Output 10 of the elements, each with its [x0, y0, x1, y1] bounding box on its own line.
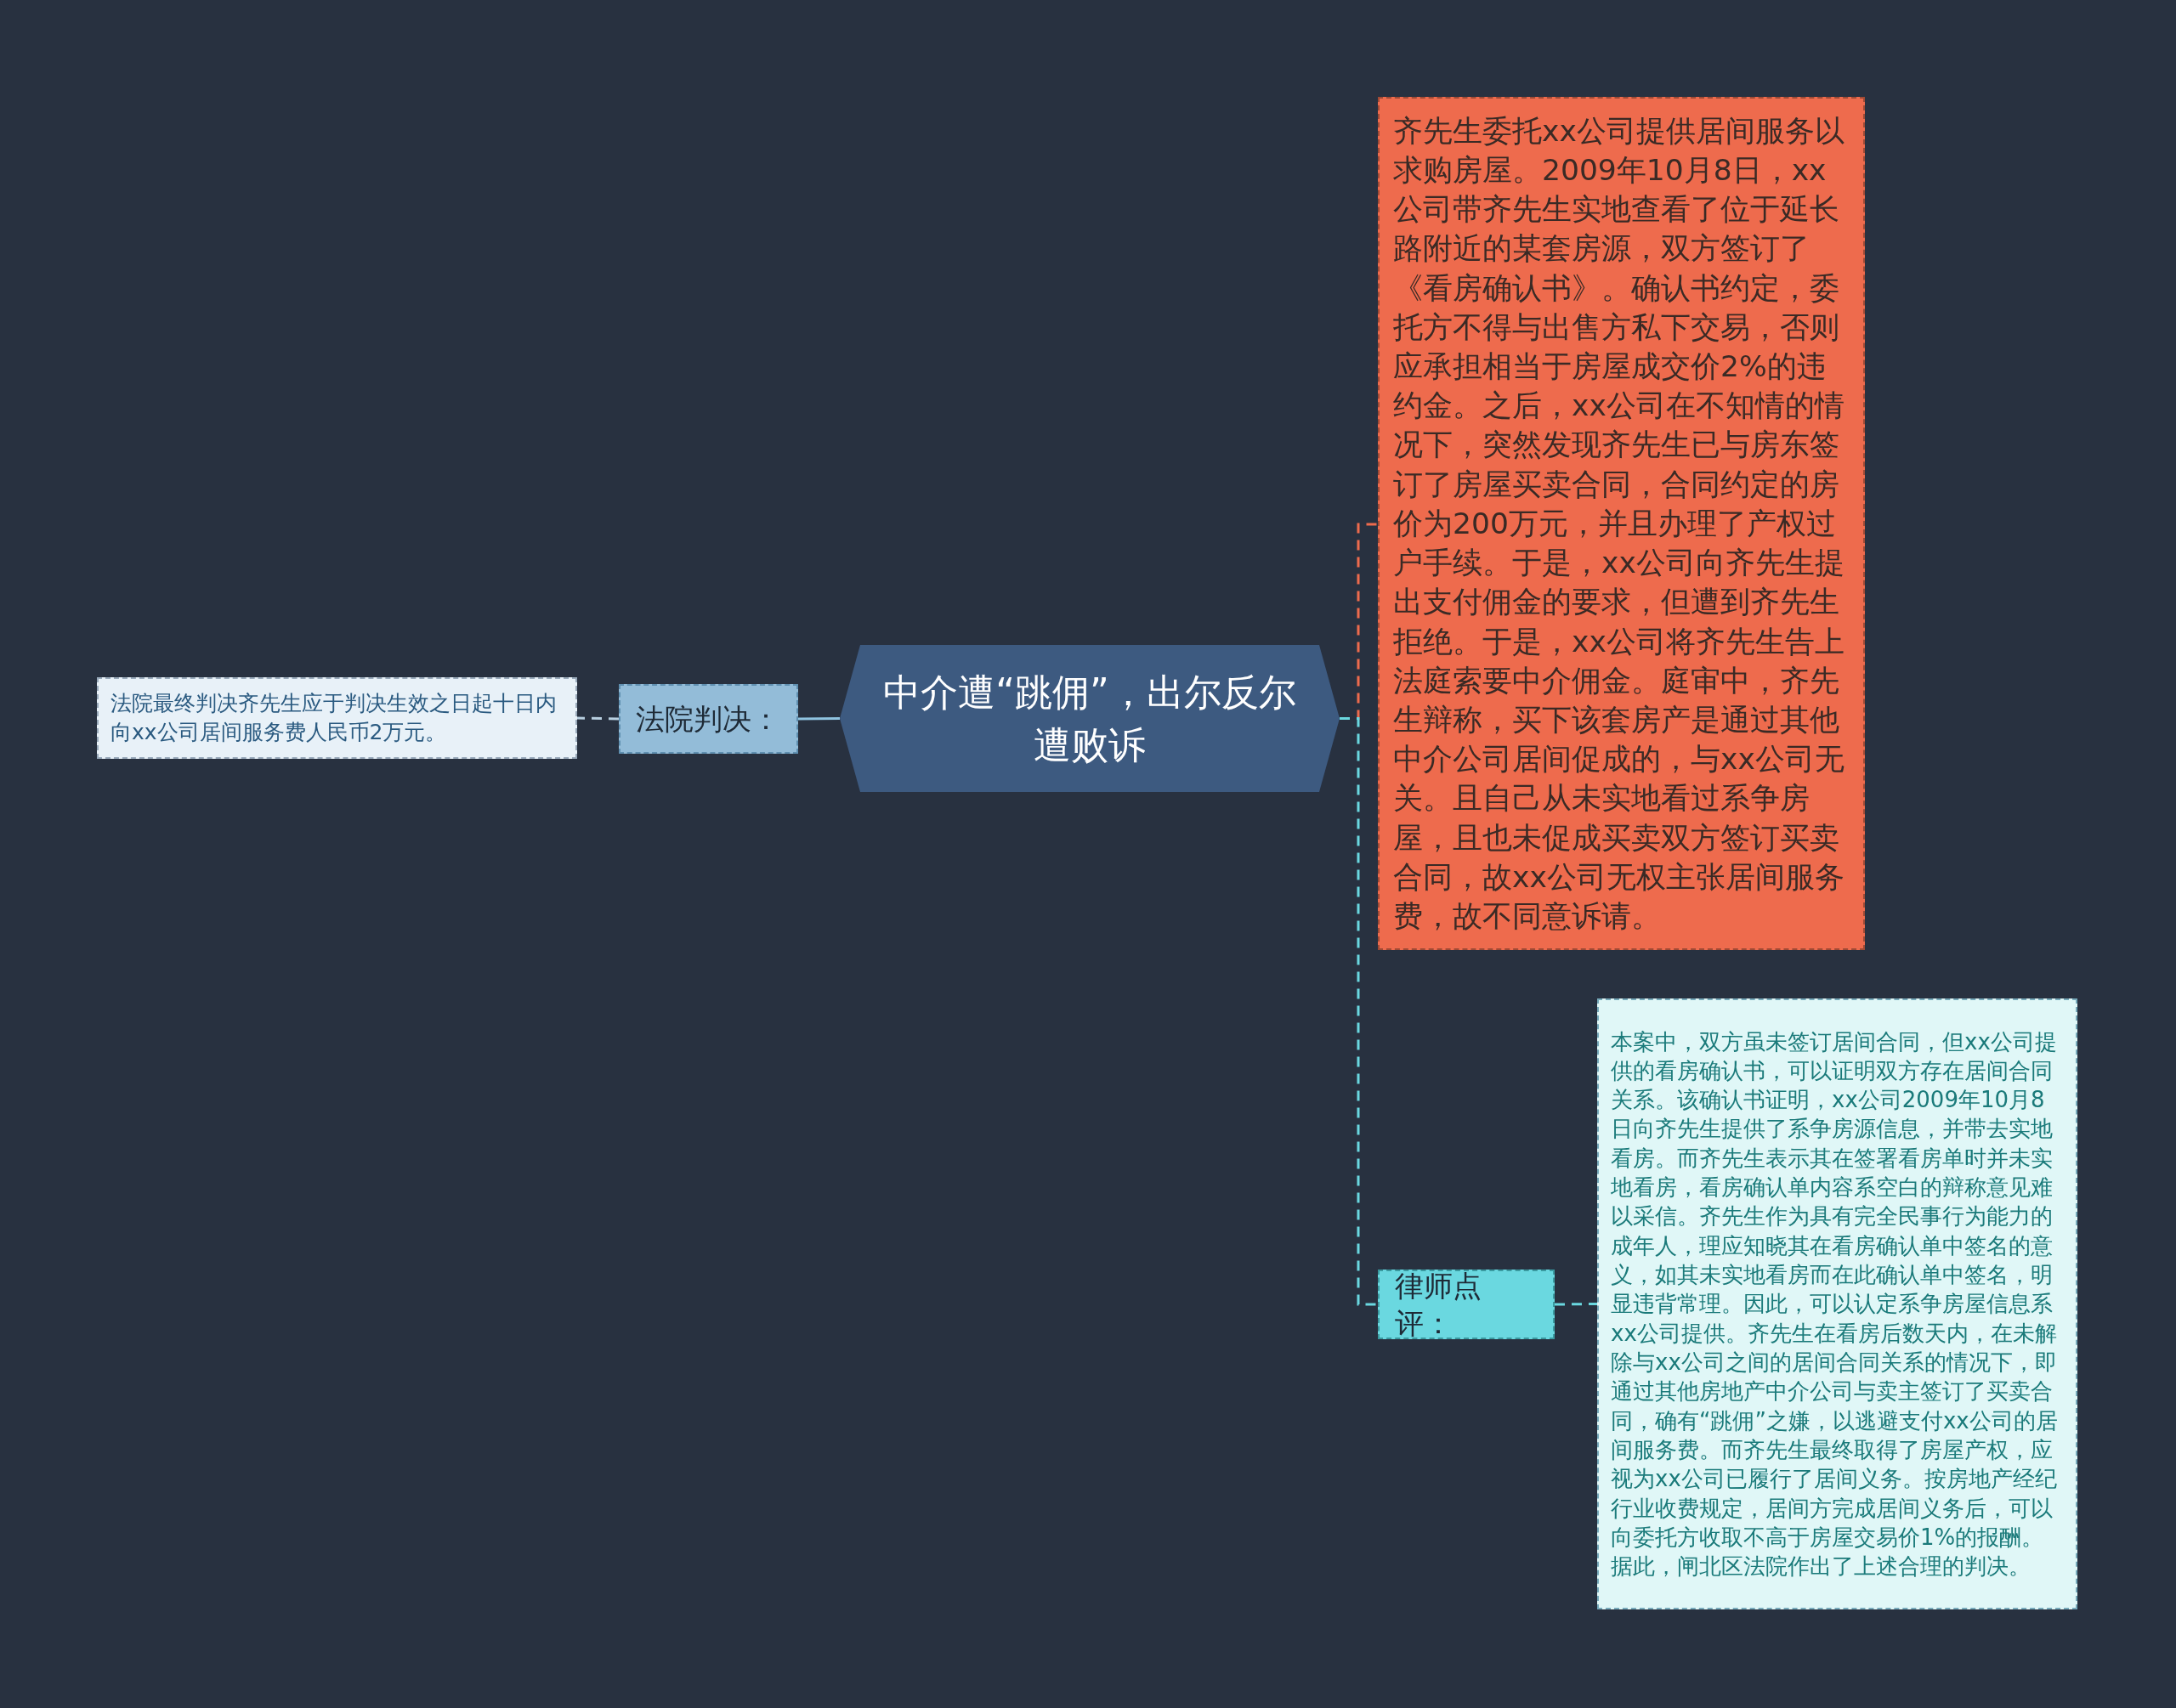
note-box: 齐先生委托xx公司提供居间服务以求购房屋。2009年10月8日，xx公司带齐先生实地查看了位于延长路附近的某套房源，双方签订了《看房确认书》。确认书约定，委托方不得与出售方私下交易，否则应承担相当于房屋成交价2%的违约金。之后，xx公司在不知情的情况下，突然发现齐先生已与房东签订了房屋买卖合同，合同约定的房价为200万元，并且办理了产权过户手续。于是，xx公司向齐先生提出支付佣金的要求，但遭到齐先生拒绝。于是，xx公司将齐先生告上法庭索要中介佣金。庭审中，齐先生辩称，买下该套房产是通过其他中介公司居间促成的，与xx公司无关。且自己从未实地看过系争房屋，且也未促成买卖双方签订买卖合同，故xx公司无权主张居间服务费，故不同意诉请。	[1378, 97, 1865, 950]
branch-box: 法院判决：	[619, 684, 798, 754]
branch-box: 律师点评：	[1378, 1270, 1555, 1339]
note-box: 本案中，双方虽未签订居间合同，但xx公司提供的看房确认书，可以证明双方存在居间合同关系。该确认书证明，xx公司2009年10月8日向齐先生提供了系争房源信息，并带去实地看房。而齐先生表示其在签署看房单时并未实地看房，看房确认单内容系空白的辩称意见难以采信。齐先生作为具有完全民事行为能力的成年人，理应知晓其在看房确认单中签名的意义，如其未实地看房而在此确认单中签名，明显违背常理。因此，可以认定系争房屋信息系xx公司提供。齐先生在看房后数天内，在未解除与xx公司之间的居间合同关系的情况下，即通过其他房地产中介公司与卖主签订了买卖合同，确有“跳佣”之嫌，以逃避支付xx公司的居间服务费。而齐先生最终取得了房屋产权，应视为xx公司已履行了居间义务。按房地产经纪行业收费规定，居间方完成居间义务后，可以向委托方收取不高于房屋交易价1%的报酬。据此，闸北区法院作出了上述合理的判决。	[1597, 998, 2077, 1609]
note-box: 法院最终判决齐先生应于判决生效之日起十日内向xx公司居间服务费人民币2万元。	[97, 677, 577, 759]
connector-line	[1340, 717, 1378, 1306]
connector-line	[798, 717, 840, 721]
connector-line	[1555, 1303, 1597, 1306]
connector-line	[576, 716, 620, 721]
topic-hexagon: 中介遭“跳佣”，出尔反尔遭败诉	[840, 645, 1340, 792]
